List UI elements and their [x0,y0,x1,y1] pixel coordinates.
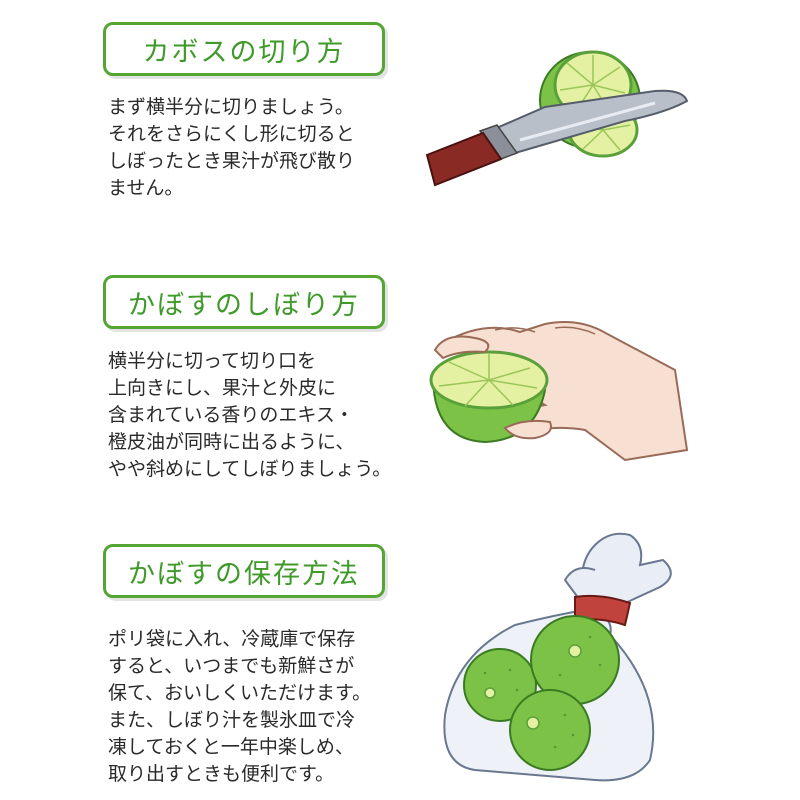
section-title-box: かぼすの保存方法 [103,544,385,598]
kabosu-in-plastic-bag-icon [443,532,672,782]
body-line: 含まれている香りのエキス・ [108,404,354,426]
section-body: 横半分に切って切り口を 上向きにし、果汁と外皮に 含まれている香りのエキス・ 橙… [108,348,391,483]
body-line: やや斜めにしてしぼりましょう。 [108,458,392,480]
body-line: また、しぼり汁を製氷皿で冷 [108,709,356,731]
section-title: カボスの切り方 [142,36,346,68]
body-line: 上向きにし、果汁と外皮に [108,377,337,399]
section-body: まず横半分に切りましょう。 それをさらにくし形に切ると しぼったとき果汁が飛び散… [108,94,355,202]
section-title-box: かぼすのしぼり方 [103,275,385,329]
body-line: 横半分に切って切り口を [108,350,317,372]
hand-squeezing-kabosu-icon [429,321,689,462]
body-line: それをさらにくし形に切ると [108,123,355,145]
body-line: ポリ袋に入れ、冷蔵庫で保存 [108,628,356,650]
body-line: 取り出すときも便利です。 [108,763,335,785]
body-line: しぼったとき果汁が飛び散り [108,150,356,172]
section-body: ポリ袋に入れ、冷蔵庫で保存 すると、いつまでも新鮮さが 保て、おいしくいただけま… [108,626,371,788]
body-line: ません。 [108,177,184,199]
section-title: かぼすのしぼり方 [128,289,360,321]
section-title: かぼすの保存方法 [128,558,360,590]
body-line: まず横半分に切りましょう。 [108,96,354,118]
section-title-box: カボスの切り方 [103,22,385,76]
knife-cutting-kabosu-icon [425,50,689,187]
body-line: 凍しておくと一年中楽しめ、 [108,736,354,758]
body-line: すると、いつまでも新鮮さが [108,655,355,677]
body-line: 橙皮油が同時に出るように、 [108,431,355,453]
body-line: 保て、おいしくいただけます。 [108,682,372,704]
